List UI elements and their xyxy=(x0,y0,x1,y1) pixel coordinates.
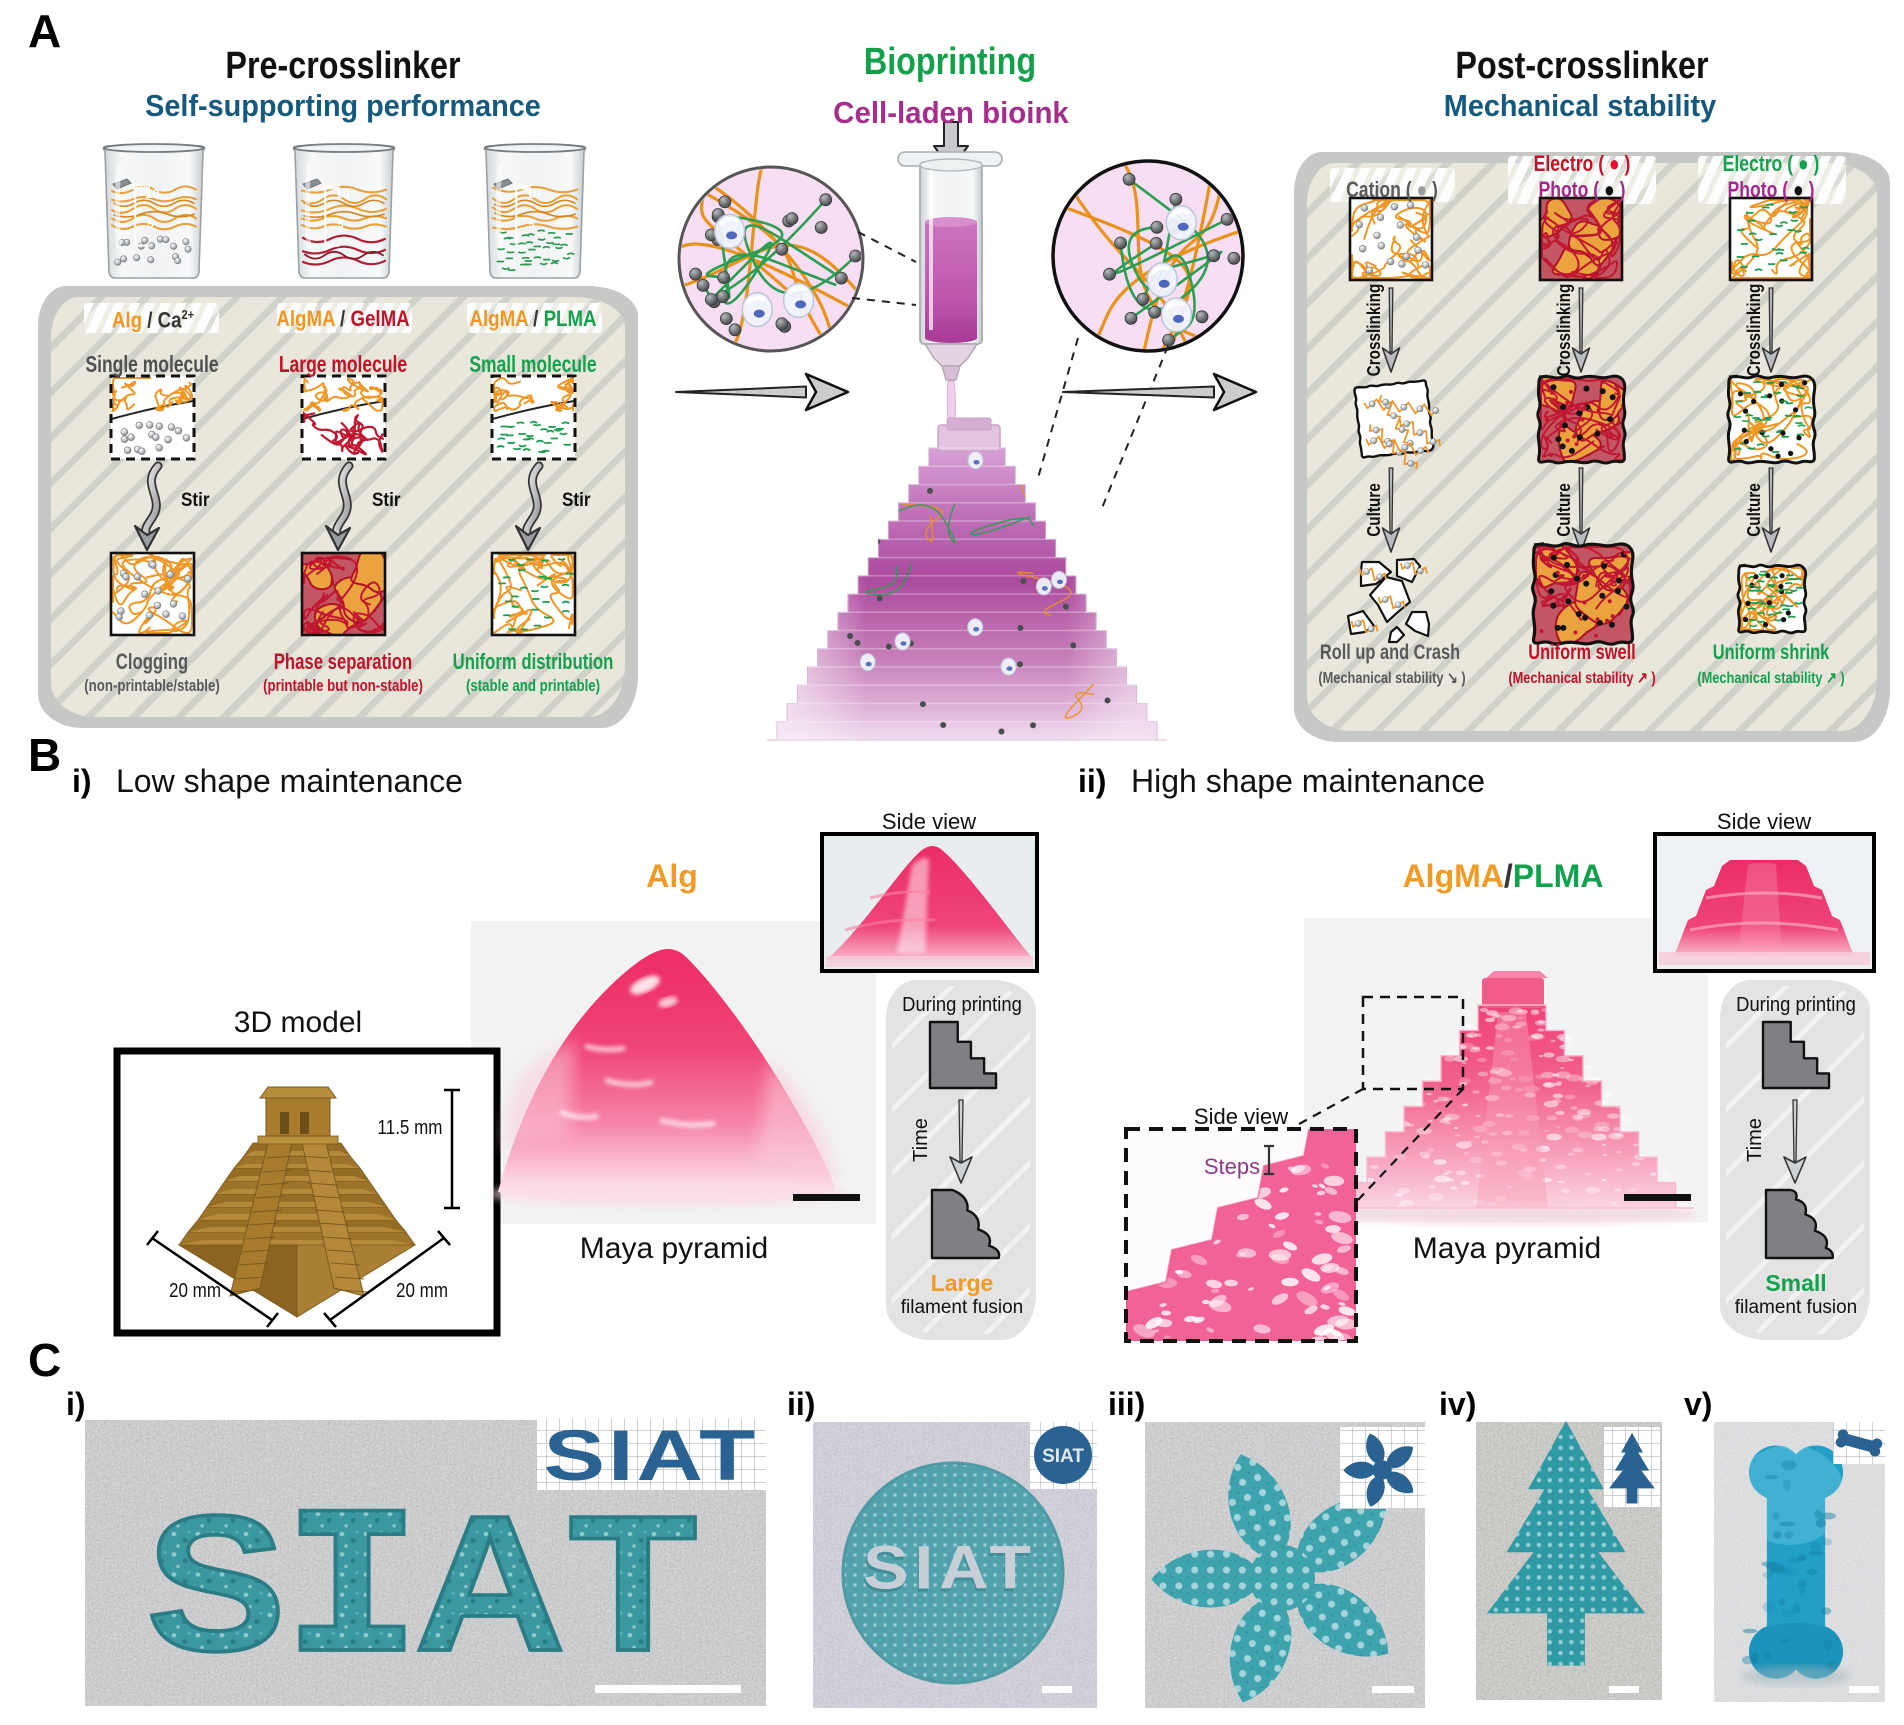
svg-text:SIAT: SIAT xyxy=(863,1533,1037,1602)
svg-text:10: 10 xyxy=(526,186,540,201)
svg-text:10: 10 xyxy=(145,186,159,201)
svg-text:5: 5 xyxy=(147,219,153,231)
svg-text:5: 5 xyxy=(528,219,534,231)
svg-text:10ml: 10ml xyxy=(513,183,531,192)
svg-text:10: 10 xyxy=(335,186,349,201)
svg-text:SIAT: SIAT xyxy=(862,1536,1036,1605)
svg-text:T: T xyxy=(569,1475,697,1691)
svg-text:5: 5 xyxy=(337,219,343,231)
svg-text:I: I xyxy=(283,1475,421,1714)
svg-text:10ml: 10ml xyxy=(132,183,150,192)
svg-text:S: S xyxy=(146,1475,286,1691)
svg-text:A: A xyxy=(414,1475,566,1691)
svg-text:10ml: 10ml xyxy=(322,183,340,192)
svg-text:SIAT: SIAT xyxy=(544,1416,759,1496)
svg-text:SIAT: SIAT xyxy=(1042,1446,1084,1467)
